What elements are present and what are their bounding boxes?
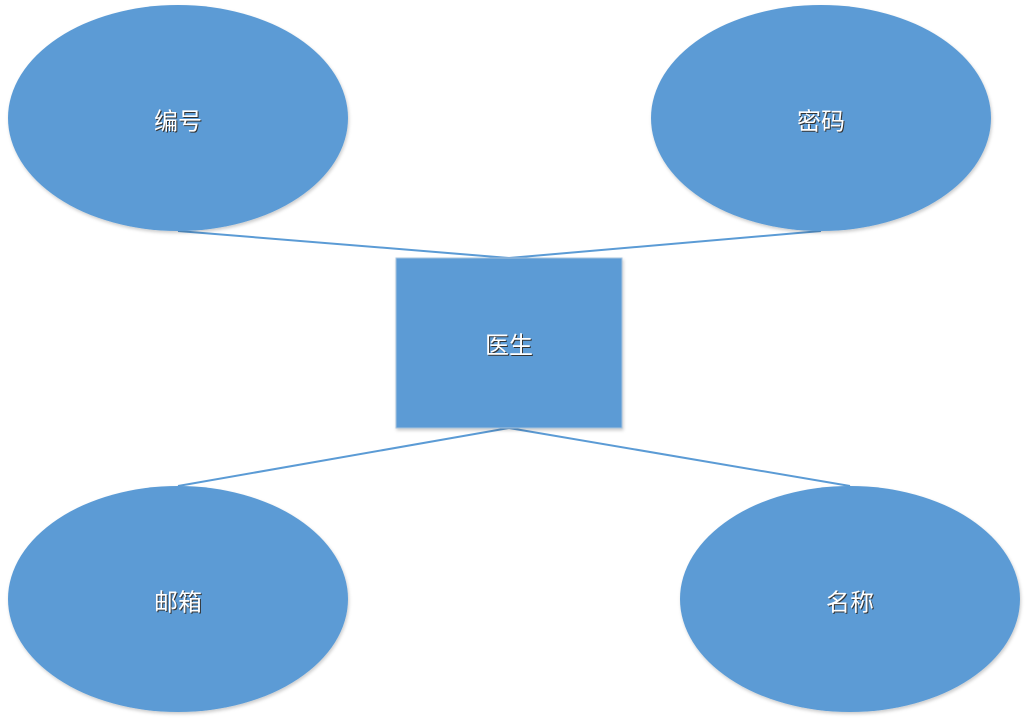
connector-password [508,230,822,259]
connector-name [508,427,851,487]
attribute-password-label: 密码 [797,107,845,136]
attribute-name-label: 名称 [826,588,874,617]
attribute-password-ellipse [651,5,991,231]
attribute-id-label: 编号 [154,107,202,136]
attribute-email-ellipse [8,486,348,712]
connector-email [177,427,510,487]
attribute-id-ellipse [8,5,348,231]
attribute-email-label: 邮箱 [154,588,202,617]
connector-id [177,230,510,259]
entity-doctor-rect [395,257,623,429]
entity-doctor-label: 医生 [485,331,533,360]
attribute-name-ellipse [680,486,1020,712]
